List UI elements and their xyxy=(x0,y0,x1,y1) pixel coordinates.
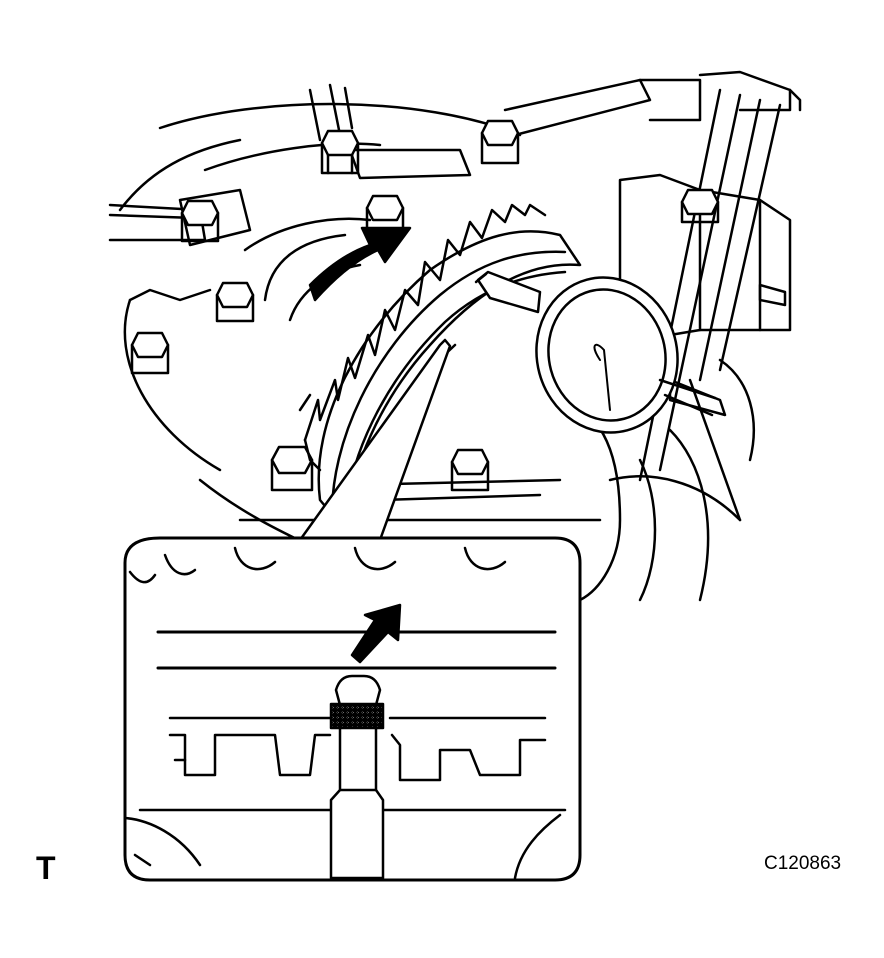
contact-point-arrow xyxy=(350,603,402,664)
bolt xyxy=(130,331,170,375)
dial-indicator-tip xyxy=(329,674,385,880)
bolt xyxy=(320,129,360,175)
bolt xyxy=(180,199,220,243)
bolt xyxy=(680,188,720,224)
bolt xyxy=(270,445,314,492)
rotation-direction-arrow xyxy=(308,226,412,302)
inset-detail xyxy=(123,536,582,882)
gear-teeth xyxy=(303,203,547,442)
dial-indicator-stand xyxy=(503,70,802,482)
bolt xyxy=(215,281,255,323)
corner-mark: T xyxy=(36,850,56,886)
bolt xyxy=(480,119,520,165)
bearing-cap-bolts xyxy=(130,119,720,492)
callout-pointer xyxy=(298,338,452,542)
figure-code: C120863 xyxy=(764,853,842,874)
dial-indicator xyxy=(474,270,717,434)
bolt xyxy=(450,448,490,492)
